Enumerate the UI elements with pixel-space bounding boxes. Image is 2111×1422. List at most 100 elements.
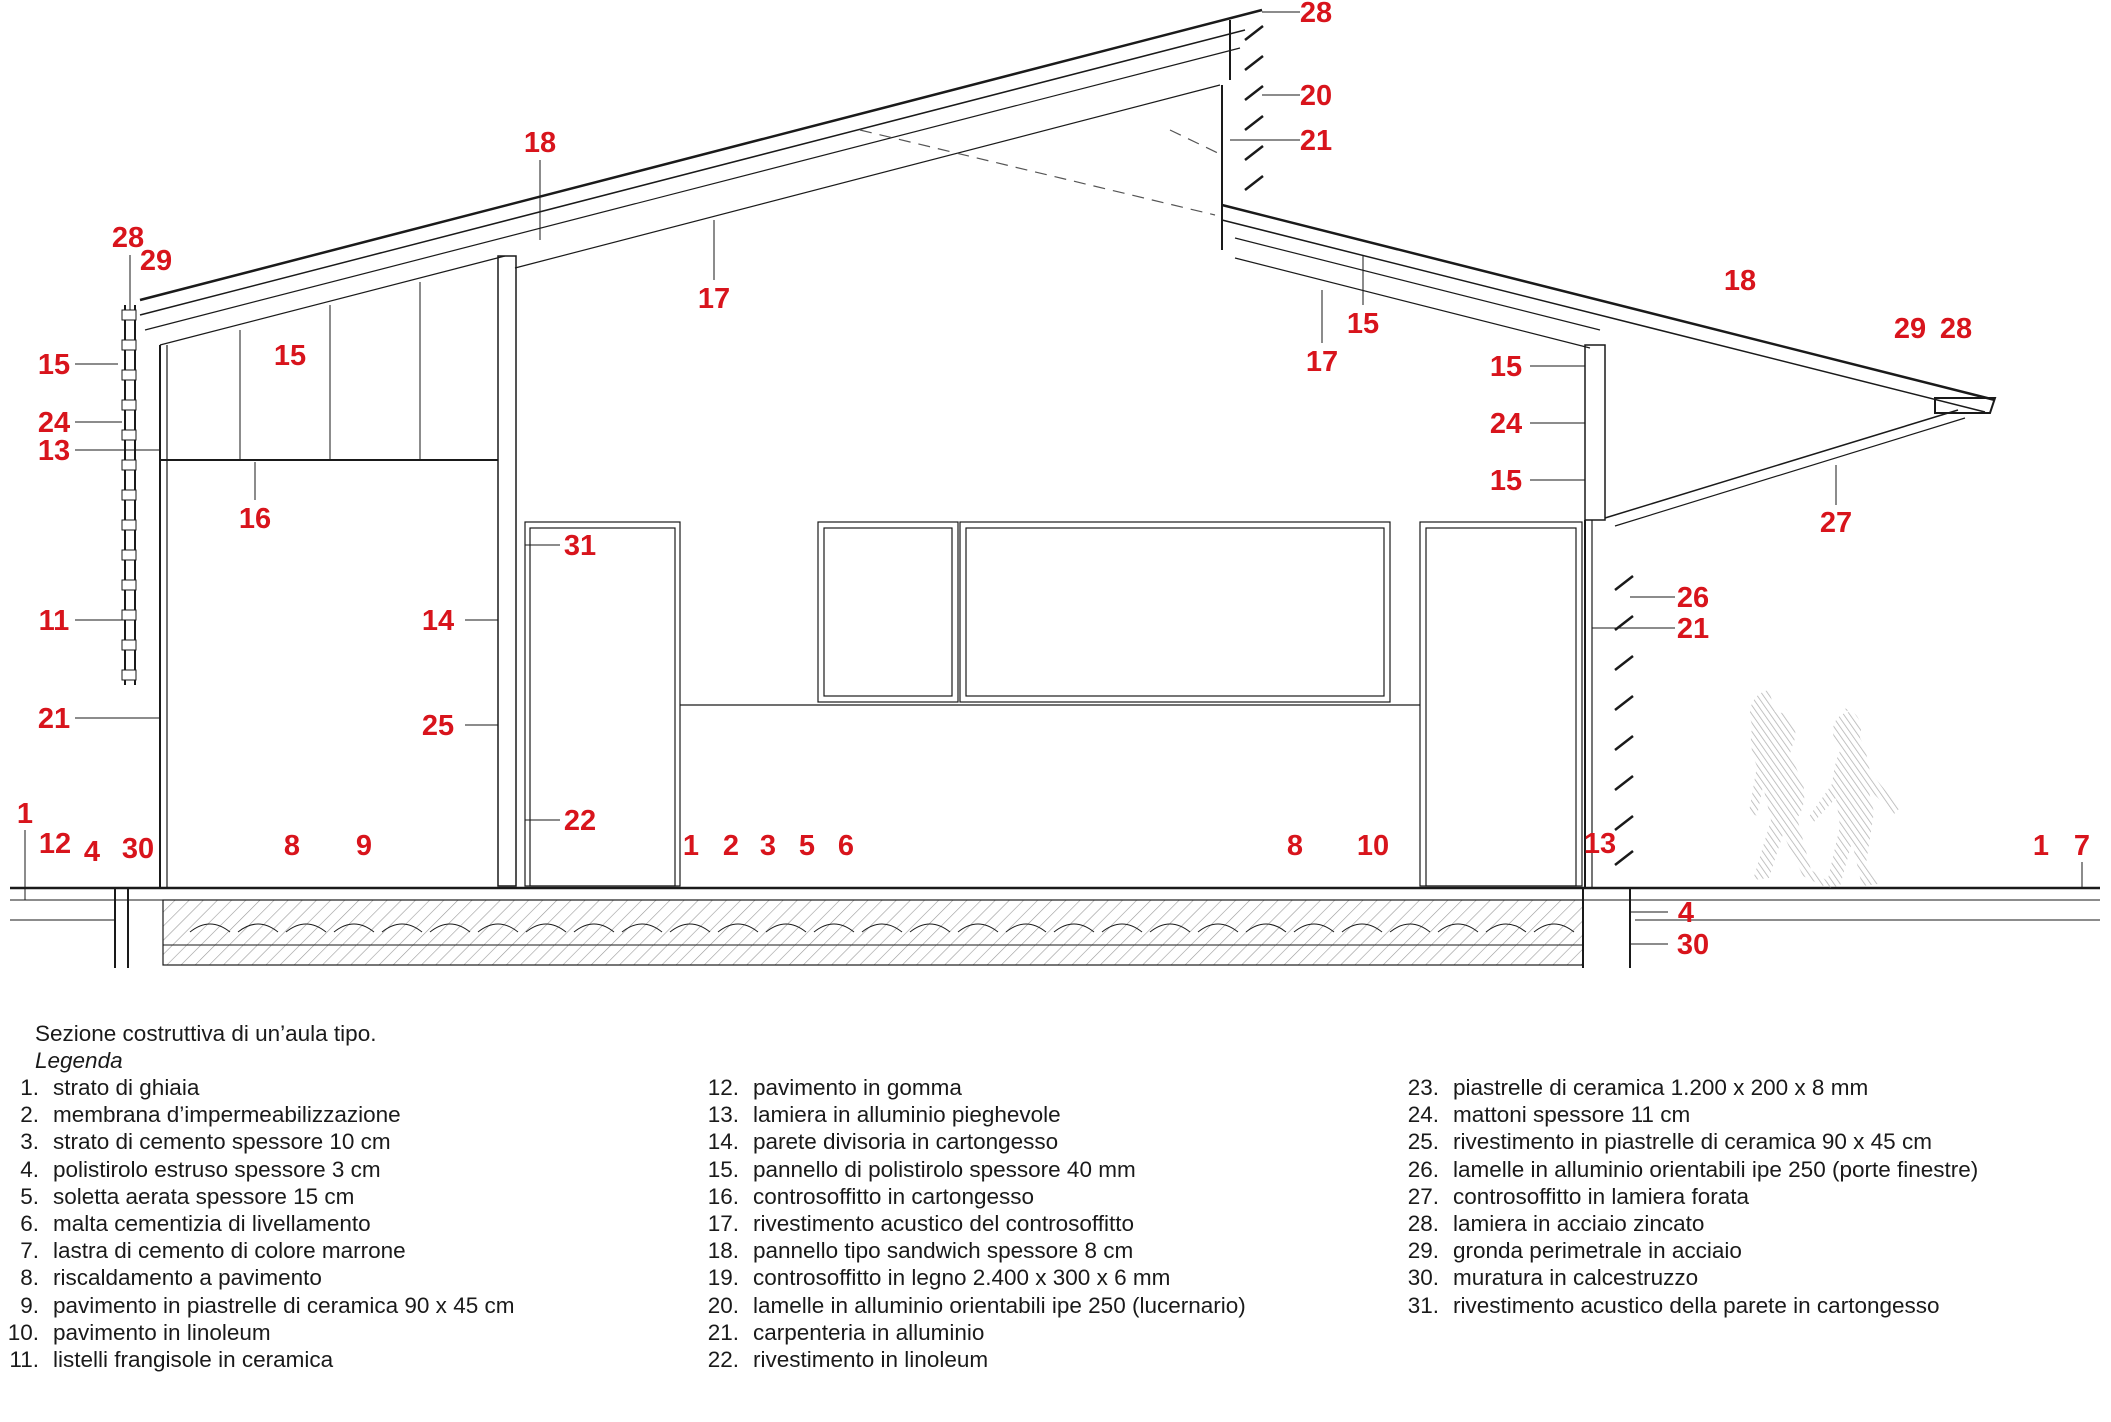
callout-10: 10 (1357, 830, 1389, 862)
legend-item-text: pavimento in linoleum (53, 1319, 271, 1345)
legend-item: 24.mattoni spessore 11 cm (1400, 1101, 1978, 1128)
legend-item-text: controsoffitto in legno 2.400 x 300 x 6 … (753, 1265, 1171, 1291)
callout-16: 16 (239, 503, 271, 535)
callout-18: 18 (1724, 265, 1756, 297)
legend-item-number: 22. (707, 1347, 739, 1373)
legend-item-text: parete divisoria in cartongesso (753, 1129, 1059, 1155)
legend-item-number: 24. (1407, 1102, 1439, 1128)
legend-item: 19. controsoffitto in legno 2.400 x 300 x… (700, 1264, 1246, 1291)
callout-25: 25 (422, 710, 454, 742)
callout-15: 15 (1490, 465, 1522, 497)
callout-7: 7 (2074, 830, 2090, 862)
callout-27: 27 (1820, 507, 1852, 539)
legend-item: 20.lamelle in alluminio orientabili ipe … (700, 1292, 1246, 1319)
legend-item-number: 29. (1407, 1238, 1439, 1264)
legend-item: 27.controsoffitto in lamiera forata (1400, 1183, 1978, 1210)
ground-and-slab (10, 886, 2100, 968)
legend-item-number: 3. (20, 1129, 39, 1155)
legend-item: 31. rivestimento acustico della parete in… (1400, 1292, 1978, 1319)
interior-elevation (524, 521, 1583, 887)
legend-item-text: controsoffitto in lamiera forata (1453, 1183, 1749, 1209)
callout-2: 2 (723, 830, 739, 862)
legend-item-number: 18. (707, 1238, 739, 1264)
legend-item-number: 10. (7, 1319, 39, 1345)
brise-soleil-left (121, 305, 137, 685)
legend-item: 25.rivestimento in piastrelle di ceramic… (1400, 1128, 1978, 1155)
legend-item-text: muratura in calcestruzzo (1453, 1265, 1699, 1291)
callout-29: 29 (1894, 313, 1926, 345)
callout-1: 1 (17, 798, 33, 830)
callout-28: 28 (1940, 313, 1972, 345)
right-roof (1221, 203, 1997, 527)
legend-item-number: 17. (707, 1211, 739, 1237)
callout-30: 30 (122, 833, 154, 865)
legend-item-text: rivestimento acustico della parete in ca… (1453, 1292, 1940, 1318)
legend-item-number: 7. (20, 1238, 39, 1264)
legend-item: 26. lamelle in alluminio orientabili ipe … (1400, 1156, 1979, 1183)
callout-13: 13 (1584, 828, 1616, 860)
callout-18: 18 (524, 127, 556, 159)
legend-item-text: strato di cemento spessore 10 cm (53, 1129, 391, 1155)
legend-item-text: pannello tipo sandwich spessore 8 cm (753, 1238, 1134, 1264)
legend-item-text: riscaldamento a pavimento (53, 1265, 322, 1291)
callout-15: 15 (274, 340, 306, 372)
legend-item-text: carpenteria in alluminio (753, 1319, 985, 1345)
callout-9: 9 (356, 830, 372, 862)
legend-item-number: 26. (1407, 1156, 1439, 1182)
callout-28: 28 (112, 222, 144, 254)
callout-17: 17 (698, 283, 730, 315)
legend-item-text: controsoffitto in cartongesso (753, 1183, 1034, 1209)
legend-item-number: 19. (707, 1265, 739, 1291)
callout-12: 12 (39, 828, 71, 860)
legend-item: 23.piastrelle di ceramica 1.200 x 200 x … (1400, 1074, 1978, 1101)
legend-item-number: 28. (1407, 1211, 1439, 1237)
callout-24: 24 (1490, 408, 1522, 440)
legend-title: Legenda (35, 1048, 123, 1073)
callout-8: 8 (284, 830, 300, 862)
legend-item-number: 4. (20, 1156, 39, 1182)
legend-item: 18. pannello tipo sandwich spessore 8 cm (700, 1237, 1246, 1264)
callout-15: 15 (1490, 351, 1522, 383)
callout-20: 20 (1300, 80, 1332, 112)
legend-item: 2.membrana d’impermeabilizzazione (0, 1101, 514, 1128)
legend-item: 16.controsoffitto in cartongesso (700, 1183, 1246, 1210)
callout-1: 1 (2033, 830, 2049, 862)
legend-item-number: 6. (20, 1211, 39, 1237)
legend-item: 28. lamiera in acciaio zincato (1400, 1210, 1978, 1237)
callout-8: 8 (1287, 830, 1303, 862)
legend-item-number: 31. (1407, 1292, 1439, 1318)
legend-item-number: 25. (1407, 1129, 1439, 1155)
legend-item: 13.lamiera in alluminio pieghevole (700, 1101, 1246, 1128)
legend-item: 7.lastra di cemento di colore marrone (0, 1237, 514, 1264)
legend-item-text: lamiera in acciaio zincato (1453, 1211, 1705, 1237)
legend-column-3: 23.piastrelle di ceramica 1.200 x 200 x … (1400, 1074, 1979, 1319)
legend-item-text: strato di ghiaia (53, 1075, 200, 1100)
clerestory (1221, 20, 1264, 205)
callout-26: 26 (1677, 582, 1709, 614)
callout-3: 3 (760, 830, 776, 862)
legend-item-number: 14. (707, 1129, 739, 1155)
legend-item: 1.strato di ghiaia (0, 1074, 514, 1101)
legend-item-number: 9. (20, 1292, 39, 1318)
callout-6: 6 (838, 830, 854, 862)
legend-item-text: lamelle in alluminio orientabili ipe 250… (1453, 1156, 1979, 1182)
legend-item-text: rivestimento acustico del controsoffitto (753, 1211, 1135, 1237)
callout-15: 15 (38, 349, 70, 381)
callout-21: 21 (38, 703, 70, 735)
callout-21: 21 (1677, 613, 1709, 645)
legend-item-text: gronda perimetrale in acciaio (1453, 1238, 1742, 1264)
callout-31: 31 (564, 530, 596, 562)
legend-item-text: polistirolo estruso spessore 3 cm (53, 1156, 381, 1182)
callout-17: 17 (1306, 346, 1338, 378)
callout-14: 14 (422, 605, 454, 637)
legend-item-number: 8. (20, 1265, 39, 1291)
legend-item-number: 5. (20, 1183, 39, 1209)
callout-28: 28 (1300, 0, 1332, 29)
legend-item-number: 20. (707, 1292, 739, 1318)
legend-item: 15.pannello di polistirolo spessore 40 m… (700, 1156, 1246, 1183)
legend-item: 8. riscaldamento a pavimento (0, 1264, 514, 1291)
legend-item: 12.pavimento in gomma (700, 1074, 1246, 1101)
